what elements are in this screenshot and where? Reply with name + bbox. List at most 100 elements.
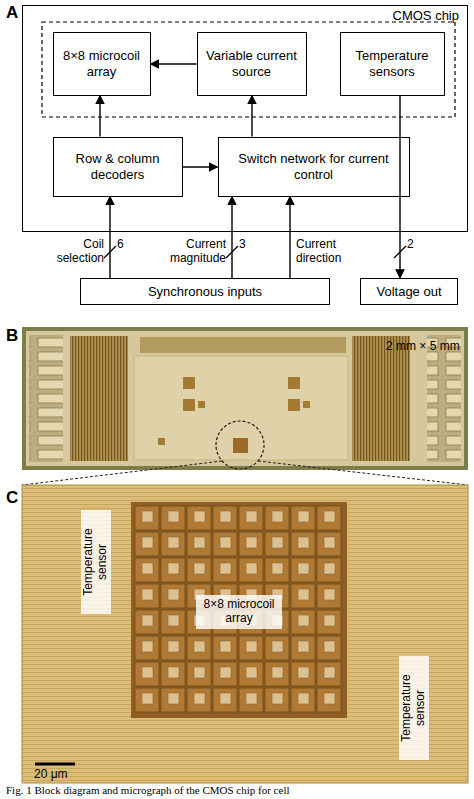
zoom-line bbox=[258, 461, 468, 485]
microcoil-cell bbox=[161, 584, 185, 608]
coil-pad bbox=[220, 641, 231, 652]
coil-pad bbox=[194, 511, 205, 522]
coil-square bbox=[161, 532, 185, 556]
coil-pad bbox=[168, 641, 179, 652]
coil-pad bbox=[324, 511, 335, 522]
coil-square bbox=[265, 532, 289, 556]
microcoil-cell bbox=[213, 558, 237, 582]
test-structure bbox=[158, 438, 165, 445]
coil-square bbox=[187, 532, 211, 556]
coil-pad bbox=[246, 537, 257, 548]
coil-pad bbox=[194, 563, 205, 574]
signal-arrow bbox=[99, 96, 100, 137]
signal-arrow bbox=[231, 197, 232, 279]
bus-slash bbox=[394, 246, 406, 258]
array-base bbox=[131, 502, 347, 718]
block-box: 8×8 microcoil array bbox=[53, 32, 151, 96]
microcoil-cell bbox=[265, 662, 289, 686]
coil-square bbox=[317, 506, 341, 530]
microcoil-cell bbox=[317, 610, 341, 634]
coil-square bbox=[317, 584, 341, 608]
coil-square bbox=[239, 506, 263, 530]
microcoil-cell bbox=[239, 532, 263, 556]
scale-label: 20 μm bbox=[34, 768, 68, 782]
coil-pad bbox=[220, 537, 231, 548]
bond-pads bbox=[427, 335, 461, 462]
coil-square bbox=[317, 688, 341, 712]
coil-square bbox=[291, 662, 315, 686]
coil-pad bbox=[324, 563, 335, 574]
block-box: Row & column decoders bbox=[53, 137, 183, 197]
zoom-line bbox=[22, 461, 222, 485]
coil-square bbox=[265, 662, 289, 686]
coil-pad bbox=[246, 667, 257, 678]
microcoil-cell bbox=[135, 610, 159, 634]
microcoil-cell bbox=[161, 610, 185, 634]
coil-pad bbox=[142, 589, 153, 600]
coil-square bbox=[291, 558, 315, 582]
coil-pad bbox=[168, 667, 179, 678]
coil-pad bbox=[194, 667, 205, 678]
coil-pad bbox=[246, 641, 257, 652]
coil-pad bbox=[298, 641, 309, 652]
microcoil-array-small bbox=[233, 438, 248, 453]
microcoil-cell bbox=[291, 532, 315, 556]
driver-block bbox=[352, 336, 410, 461]
coil-pad bbox=[220, 511, 231, 522]
coil-pad bbox=[142, 615, 153, 626]
microcoil-cell bbox=[161, 688, 185, 712]
coil-square bbox=[161, 662, 185, 686]
coil-square bbox=[135, 662, 159, 686]
coil-pad bbox=[168, 563, 179, 574]
microcoil-cell bbox=[239, 662, 263, 686]
chip-boundary: CMOS chip8×8 microcoil arrayVariable cur… bbox=[22, 5, 468, 232]
microcoil-cell bbox=[161, 558, 185, 582]
coil-pad bbox=[168, 511, 179, 522]
coil-square bbox=[291, 636, 315, 660]
microcoil-cell bbox=[291, 688, 315, 712]
microcoil-cell bbox=[239, 506, 263, 530]
coil-square bbox=[213, 662, 237, 686]
microcoil-cell bbox=[265, 558, 289, 582]
coil-square bbox=[213, 688, 237, 712]
microcoil-cell bbox=[291, 558, 315, 582]
microcoil-cell bbox=[213, 532, 237, 556]
coil-pad bbox=[142, 641, 153, 652]
coil-square bbox=[239, 662, 263, 686]
coil-pad bbox=[246, 563, 257, 574]
coil-square bbox=[265, 636, 289, 660]
chip-photo bbox=[26, 331, 464, 466]
microcoil-cell bbox=[187, 532, 211, 556]
node-text: Voltage out bbox=[376, 284, 441, 300]
microcoil-cell bbox=[239, 688, 263, 712]
node-text: CMOS chip bbox=[393, 8, 459, 24]
microcoil-cell bbox=[135, 584, 159, 608]
signal-label: Current magnitude bbox=[158, 237, 226, 266]
dimension: 2 mm × 5 mm bbox=[386, 340, 460, 354]
coil-square bbox=[135, 636, 159, 660]
test-structure bbox=[288, 377, 300, 389]
microcoil-cell bbox=[291, 636, 315, 660]
microcoil-cell bbox=[187, 688, 211, 712]
part-label: Temperature sensor bbox=[399, 656, 429, 760]
microcoil-cell bbox=[265, 532, 289, 556]
microcoil-cell bbox=[265, 688, 289, 712]
coil-square bbox=[213, 636, 237, 660]
coil-square bbox=[239, 532, 263, 556]
coil-square bbox=[291, 532, 315, 556]
microcoil-cell bbox=[239, 636, 263, 660]
microcoil-cell bbox=[291, 662, 315, 686]
panel-letter: A bbox=[6, 3, 18, 23]
microcoil-cell bbox=[317, 506, 341, 530]
microcoil-cell bbox=[317, 662, 341, 686]
coil-pad bbox=[298, 511, 309, 522]
coil-square bbox=[317, 558, 341, 582]
microcoil-cell bbox=[213, 506, 237, 530]
coil-pad bbox=[142, 563, 153, 574]
coil-pad bbox=[298, 589, 309, 600]
coil-square bbox=[213, 532, 237, 556]
signal-arrow bbox=[109, 197, 110, 279]
coil-pad bbox=[324, 589, 335, 600]
node-text: 8×8 microcoil array bbox=[57, 48, 147, 79]
